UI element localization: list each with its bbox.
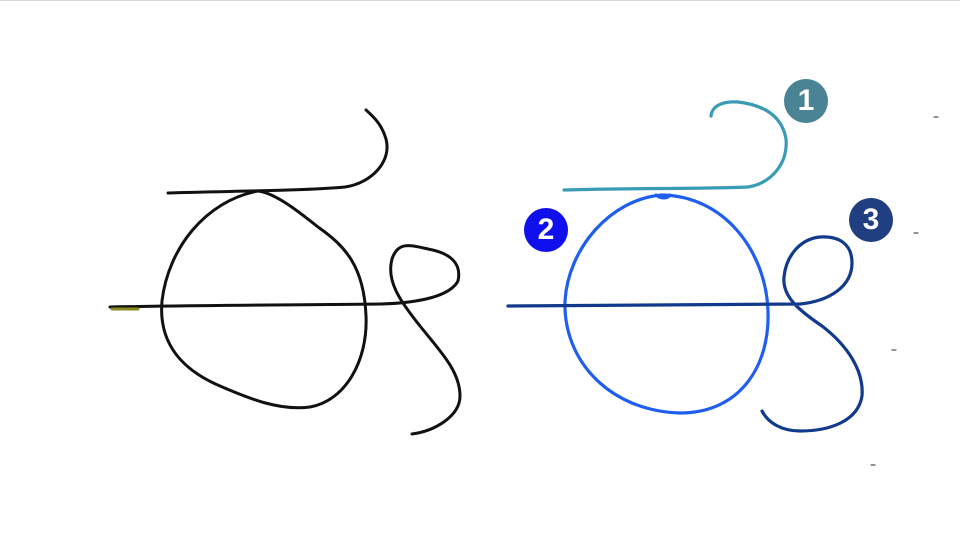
stroke-1 [562, 100, 788, 192]
badge-2: 2 [524, 208, 568, 252]
stray-marks [870, 116, 939, 466]
stroke-2 [563, 193, 770, 415]
original-circle-stroke [160, 189, 368, 410]
original-glyph [108, 108, 462, 436]
badge-3: 3 [849, 198, 893, 242]
original-top-stroke [166, 108, 389, 195]
stroke-3 [506, 235, 864, 433]
original-horizontal-stroke [108, 244, 462, 436]
badge-1: 1 [784, 79, 828, 123]
